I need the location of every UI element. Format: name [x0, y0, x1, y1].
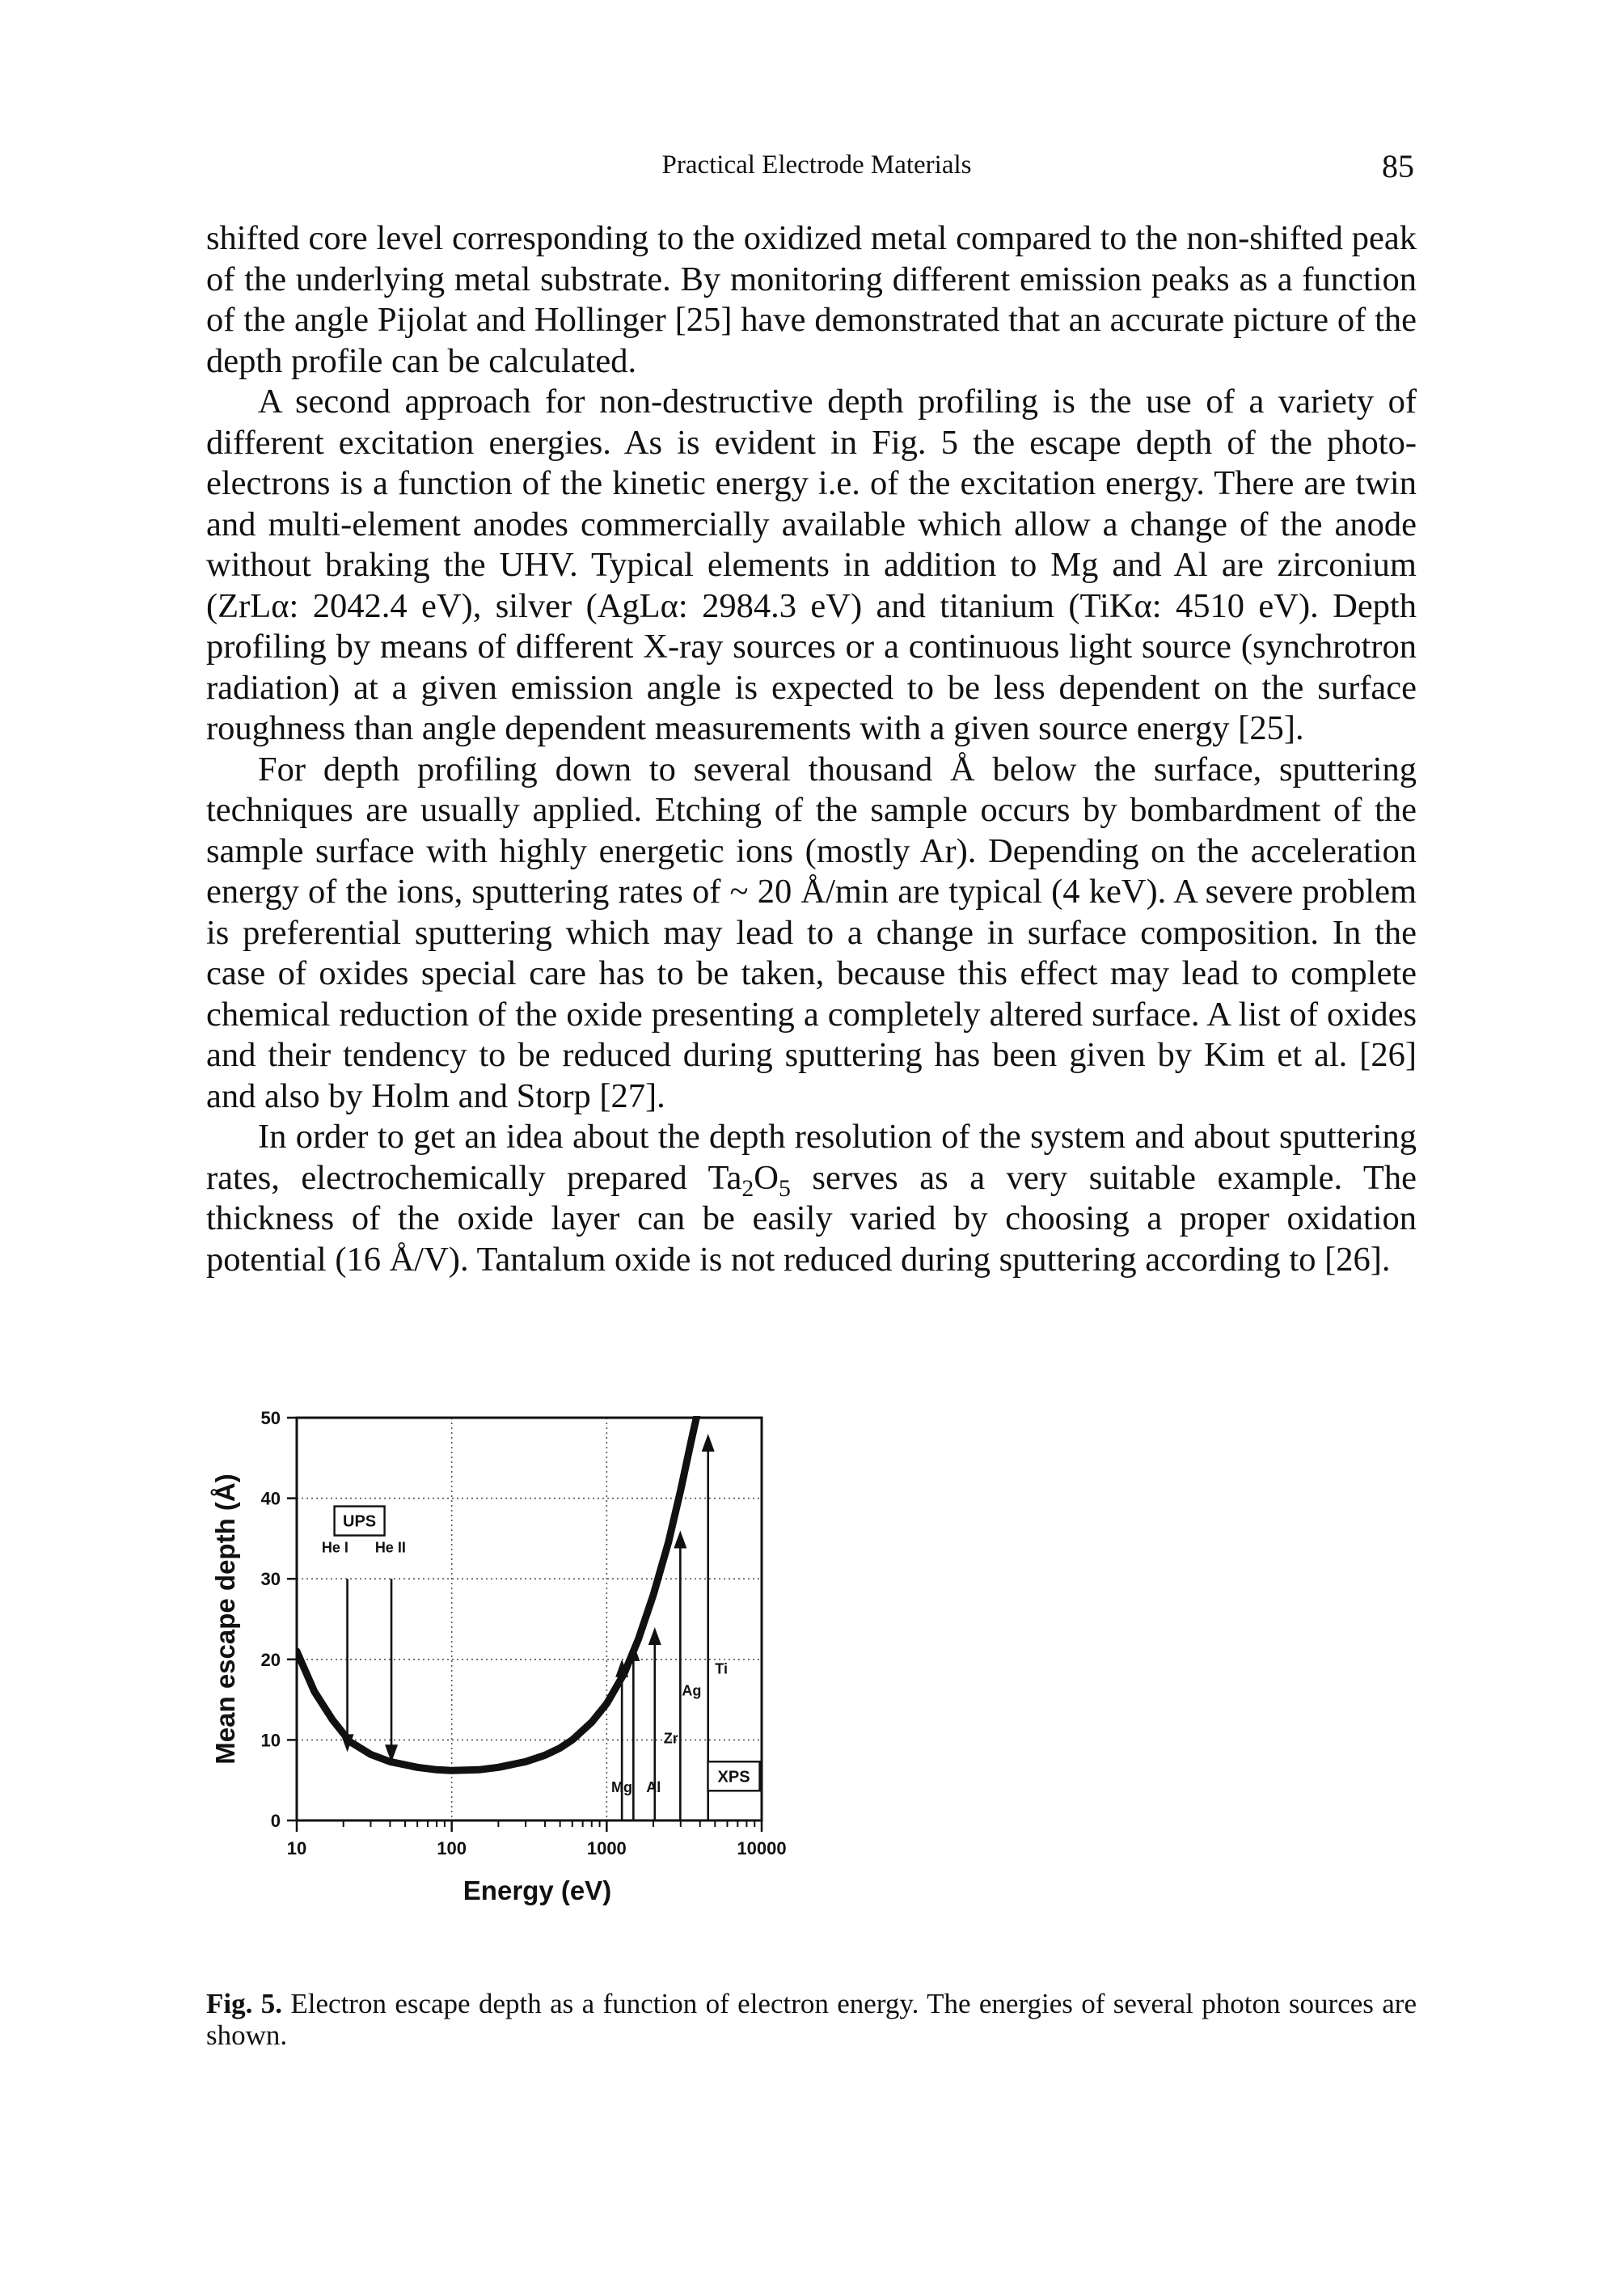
arrow-label-ag: Ag	[682, 1683, 701, 1699]
box-label-ups: UPS	[343, 1513, 376, 1531]
caption-text: Electron escape depth as a function of e…	[206, 1988, 1417, 2051]
y-tick-label: 50	[261, 1408, 281, 1428]
curve-layer	[297, 1416, 701, 1774]
arrowhead-ag	[674, 1530, 687, 1549]
figure-caption: Fig. 5. Electron escape depth as a funct…	[206, 1988, 1417, 2051]
arrow-label-ti: Ti	[715, 1661, 728, 1677]
y-tick-label: 30	[261, 1569, 281, 1589]
arrow-label-he-i: He I	[322, 1539, 348, 1555]
box-xps	[707, 1761, 761, 1792]
subscript-2: 2	[741, 1174, 754, 1202]
label-layer: He I He II Mg Al Zr Ag Ti UPS XPS	[322, 1505, 761, 1795]
arrowhead-al	[627, 1643, 640, 1661]
arrowhead-mg	[615, 1659, 629, 1677]
arrow-label-al: Al	[646, 1779, 661, 1795]
arrowhead-he-i	[340, 1734, 354, 1753]
y-tick-label: 10	[261, 1730, 281, 1750]
paragraph-1: shifted core level corresponding to the …	[206, 219, 1417, 380]
paragraph-4: In order to get an idea about the depth …	[206, 1117, 1417, 1280]
paragraph-4-text-mid: O	[754, 1158, 779, 1197]
page-number: 85	[1382, 148, 1414, 184]
box-ups	[333, 1505, 386, 1537]
x-axis-label: Energy (eV)	[463, 1875, 611, 1905]
arrow-label-mg: Mg	[611, 1779, 632, 1795]
arrow-label-zr: Zr	[664, 1730, 678, 1746]
y-tick-label: 20	[261, 1650, 281, 1670]
x-tick-label: 100	[437, 1838, 467, 1858]
plot-frame	[295, 1416, 763, 1822]
grid-lines	[297, 1418, 762, 1820]
x-tick-label: 10000	[737, 1838, 786, 1858]
running-head: Practical Electrode Materials 85	[0, 148, 1622, 191]
paragraph-3: For depth profiling down to several thou…	[206, 750, 1417, 1115]
caption-label: Fig. 5.	[206, 1988, 282, 2019]
arrowhead-zr	[648, 1626, 661, 1645]
paragraph-4-text-before: In order to get an idea about the depth …	[206, 1118, 1417, 1197]
x-tick-label: 10	[287, 1838, 306, 1858]
y-tick-label: 40	[261, 1489, 281, 1509]
paragraph-4-text-after: serves as a very suitable example. The t…	[206, 1158, 1417, 1279]
box-label-xps: XPS	[718, 1768, 750, 1786]
x-tick-label: 1000	[587, 1838, 627, 1858]
running-title: Practical Electrode Materials	[661, 150, 972, 180]
arrow-layer	[340, 1433, 715, 1820]
arrow-label-he-ii: He II	[375, 1539, 406, 1555]
subscript-5: 5	[778, 1174, 791, 1202]
paragraph-2: A second approach for non-destructive de…	[206, 383, 1417, 747]
y-axis-label: Mean escape depth (Å)	[210, 1474, 240, 1764]
arrowhead-ti	[701, 1433, 715, 1452]
escape-depth-curve	[297, 1416, 701, 1774]
arrowhead-he-ii	[385, 1744, 399, 1763]
y-tick-label: 0	[271, 1811, 281, 1831]
body-text: shifted core level corresponding to the …	[206, 218, 1417, 1280]
